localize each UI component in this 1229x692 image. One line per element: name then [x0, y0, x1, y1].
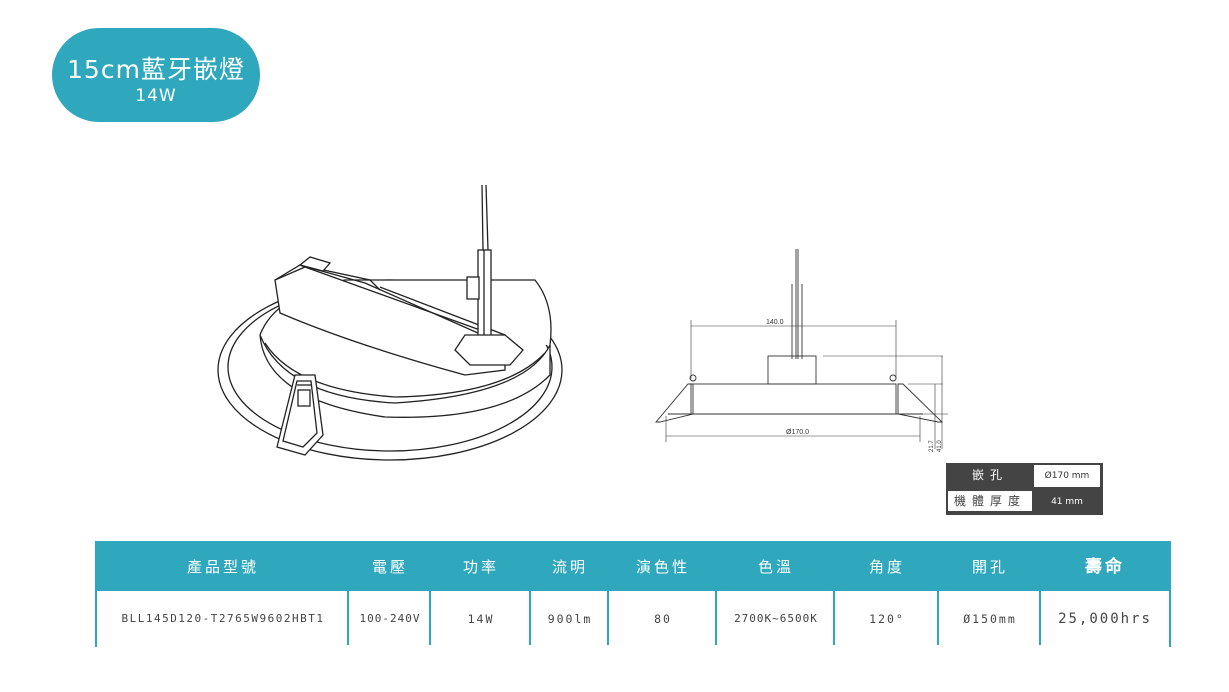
thickness-row: 機體厚度 41 mm	[946, 489, 1103, 515]
dimension-drawing: 140.0 Ø170.0 21.7 41.0	[655, 249, 948, 452]
cell-model: BLL145D120-T2765W9602HBT1	[121, 612, 325, 625]
divider	[529, 543, 531, 645]
divider	[347, 543, 349, 645]
divider	[429, 543, 431, 645]
header-angle: 角度	[868, 558, 905, 576]
cell-lifespan: 25,000hrs	[1058, 611, 1152, 627]
cell-power: 14W	[467, 612, 495, 626]
cell-cct: 2700K~6500K	[734, 612, 818, 625]
thickness-label: 機體厚度	[948, 491, 1032, 511]
product-title-badge: 15cm藍牙嵌燈 14W	[52, 28, 260, 122]
product-wattage: 14W	[135, 86, 177, 106]
cell-angle: 120°	[869, 612, 905, 626]
header-cutout: 開孔	[971, 558, 1008, 576]
divider	[937, 543, 939, 645]
divider	[833, 543, 835, 645]
dim-width-label: 140.0	[766, 319, 784, 326]
header-cct: 色溫	[757, 558, 794, 576]
cell-cri: 80	[654, 612, 672, 626]
dim-h2-label: 41.0	[937, 440, 943, 452]
cell-lumen: 900lm	[547, 612, 593, 626]
product-title: 15cm藍牙嵌燈	[67, 55, 245, 84]
cell-voltage: 100-240V	[359, 612, 421, 625]
divider	[715, 543, 717, 645]
header-lifespan: 壽命	[1085, 557, 1125, 577]
header-lumen: 流明	[551, 558, 588, 576]
header-cri: 演色性	[635, 558, 690, 576]
header-model: 產品型號	[186, 558, 259, 576]
dim-diameter-label: Ø170.0	[786, 429, 809, 436]
cutout-spec-box: 嵌孔 Ø170 mm 機體厚度 41 mm	[946, 463, 1103, 515]
cutout-label: 嵌孔	[971, 468, 1008, 482]
cutout-row: 嵌孔 Ø170 mm	[946, 463, 1103, 489]
divider	[1039, 543, 1041, 645]
header-power: 功率	[462, 558, 499, 576]
downlight-illustration	[217, 185, 563, 461]
spec-table-header: 產品型號 電壓 功率 流明 演色性 色溫 角度 開孔 壽命	[97, 543, 1169, 591]
cell-cutout: Ø150mm	[963, 612, 1017, 626]
divider	[607, 543, 609, 645]
thickness-value: 41 mm	[1034, 489, 1100, 515]
dim-h1-label: 21.7	[929, 440, 935, 452]
cutout-value: Ø170 mm	[1034, 465, 1100, 487]
table-row: BLL145D120-T2765W9602HBT1 100-240V 14W 9…	[97, 591, 1169, 647]
spec-table: 產品型號 電壓 功率 流明 演色性 色溫 角度 開孔 壽命 BLL145D120…	[95, 541, 1171, 647]
header-voltage: 電壓	[371, 558, 408, 576]
